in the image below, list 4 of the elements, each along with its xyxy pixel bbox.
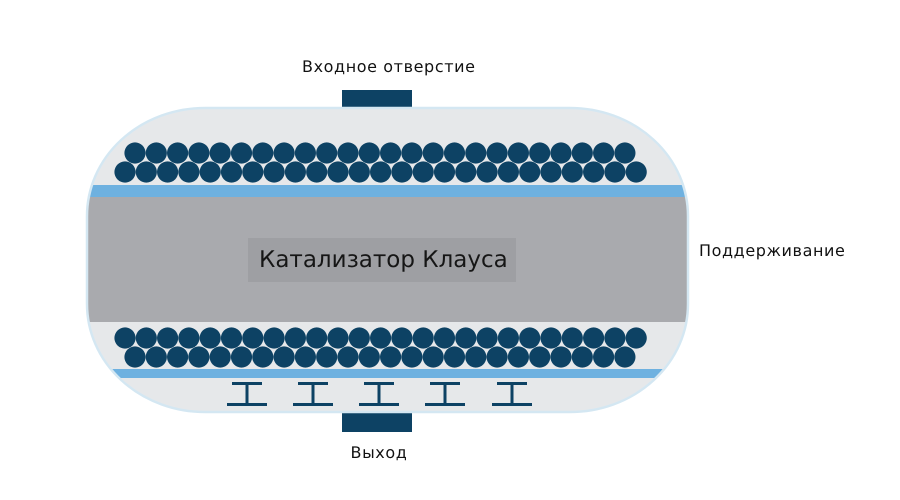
inlet-label: Входное отверстие — [302, 57, 476, 77]
outlet-label: Выход — [350, 443, 408, 463]
support-label: Поддерживание — [699, 241, 846, 261]
catalyst-bed-label: Катализатор Клауса — [248, 238, 516, 282]
